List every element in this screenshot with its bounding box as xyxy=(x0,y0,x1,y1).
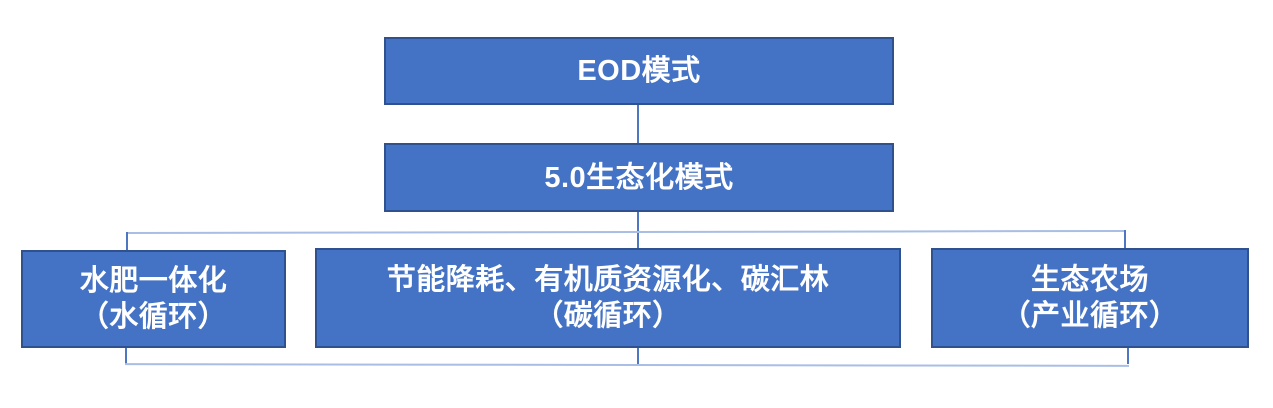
connector-top-stub-water xyxy=(126,232,128,250)
node-eco-5-0-model-label: 5.0生态化模式 xyxy=(544,161,734,194)
node-carbon-subtitle: （碳循环） xyxy=(534,300,682,332)
node-farm-title: 生态农场 xyxy=(1030,264,1149,296)
node-water-subtitle: （水循环） xyxy=(79,301,228,333)
node-eod-model-label: EOD模式 xyxy=(577,55,701,87)
connector-bottom-rail xyxy=(124,363,1130,367)
node-carbon-title: 节能降耗、有机质资源化、碳汇林 xyxy=(386,264,830,296)
connector-top-rail xyxy=(125,229,1127,235)
connector-bottom-stub-carbon xyxy=(637,346,639,365)
node-carbon-cycle: 节能降耗、有机质资源化、碳汇林 （碳循环） xyxy=(315,248,901,348)
node-eco-5-0-model: 5.0生态化模式 xyxy=(384,143,894,212)
node-eod-model: EOD模式 xyxy=(384,37,894,105)
node-farm-subtitle: （产业循环） xyxy=(1001,300,1179,332)
connector-top-stub-farm xyxy=(1124,230,1126,248)
connector-bottom-stub-farm xyxy=(1127,348,1129,364)
node-eco-farm: 生态农场 （产业循环） xyxy=(931,248,1249,348)
connector-bottom-stub-water xyxy=(125,348,127,365)
connector-eod-to-eco50 xyxy=(637,105,639,143)
node-water-fertilizer-integration: 水肥一体化 （水循环） xyxy=(21,250,286,348)
node-water-title: 水肥一体化 xyxy=(79,265,228,297)
